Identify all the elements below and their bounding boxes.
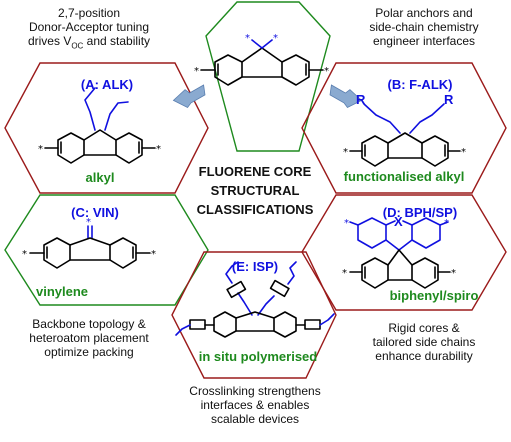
arrow-right [329,84,363,108]
hex-b-name: functionalised alkyl [344,169,465,184]
caption-top-right-line3: engineer interfaces [372,34,476,48]
hexagon-top-center [205,1,331,152]
caption-bottom-line3: scalable devices [210,412,300,426]
fluorene-core-structure: * * * * [194,33,329,86]
alkyl-structure: * * [38,87,161,164]
functionalised-alkyl-structure: R R * * [343,92,466,167]
alk-end-left: * [38,144,43,155]
caption-voc-prefix: drives V [27,34,72,48]
hexagon-c-vin [4,194,209,306]
d-heteroatom: X [394,214,403,229]
b-substituent-right: R [444,92,454,107]
hex-b-label: (B: F-ALK) [388,77,453,92]
vin-end-left: * [22,249,27,260]
hex-a-name: alkyl [86,170,115,185]
falk-end-right: * [461,147,466,158]
caption-mid-left-line2: heteroatom placement [29,331,149,345]
falk-end-left: * [343,147,348,158]
caption-top-right-line2: side-chain chemistry [369,20,479,34]
in-situ-polymerised-structure [175,261,335,338]
end-group-c9-right: * [273,33,278,44]
caption-mid-right-line1: Rigid cores & [388,321,460,335]
hexagon-a-alk [4,62,209,194]
hex-d-label: (D: BPH/SP) [383,205,457,220]
bph-end-top-right: * [444,218,449,229]
center-title-line1: FLUORENE CORE [199,164,312,179]
bph-end-left: * [342,268,347,279]
vinylene-structure: * * * [22,217,156,269]
caption-mid-right-line2: tailored side chains [372,335,476,349]
end-group-left: * [194,66,199,77]
end-group-right: * [324,66,329,77]
caption-mid-right-line3: enhance durability [375,349,473,363]
bph-end-right: * [451,268,456,279]
caption-bottom: Crosslinking strengthens interfaces & en… [170,384,340,426]
caption-mid-left-line3: optimize packing [44,345,134,359]
end-group-c9-left: * [245,33,250,44]
biphenyl-spiro-structure: X * * * * [342,214,456,289]
caption-top-left-line2: Donor-Acceptor tuning [28,20,150,34]
caption-top-right: Polar anchors and side-chain chemistry e… [340,6,508,48]
caption-mid-right: Rigid cores & tailored side chains enhan… [340,321,508,363]
hexagon-b-falk [301,62,507,194]
caption-top-left-line1: 2,7-position [57,6,121,20]
hex-c-name: vinylene [36,284,88,299]
caption-top-left: 2,7-position Donor-Acceptor tuning drive… [4,6,174,53]
hex-e-label: (E: ISP) [232,259,278,274]
caption-top-right-line1: Polar anchors and [375,6,473,20]
caption-top-left-line3: drives VOC and stability [4,34,174,53]
caption-bottom-line2: interfaces & enables [200,398,310,412]
hex-c-label: (C: VIN) [71,205,119,220]
vin-end-top: * [86,217,91,228]
hexagon-e-isp [171,251,337,379]
hex-d-name: biphenyl/spiro [390,288,479,303]
center-title-line2: STRUCTURAL [211,183,300,198]
caption-bottom-line1: Crosslinking strengthens [189,384,321,398]
hex-e-name: in situ polymerised [199,349,318,364]
caption-voc-suffix: and stability [83,34,151,48]
caption-mid-left: Backbone topology & heteroatom placement… [4,317,174,359]
arrow-left [172,84,206,108]
hex-a-label: (A: ALK) [81,77,133,92]
hexagon-d-bph [301,194,507,311]
caption-mid-left-line1: Backbone topology & [32,317,146,331]
bph-end-top-left: * [344,218,349,229]
caption-voc-sub: OC [71,41,84,51]
alk-end-right: * [156,144,161,155]
center-title-line3: CLASSIFICATIONS [197,202,314,217]
vin-end-right: * [151,249,156,260]
b-substituent-left: R [356,92,366,107]
